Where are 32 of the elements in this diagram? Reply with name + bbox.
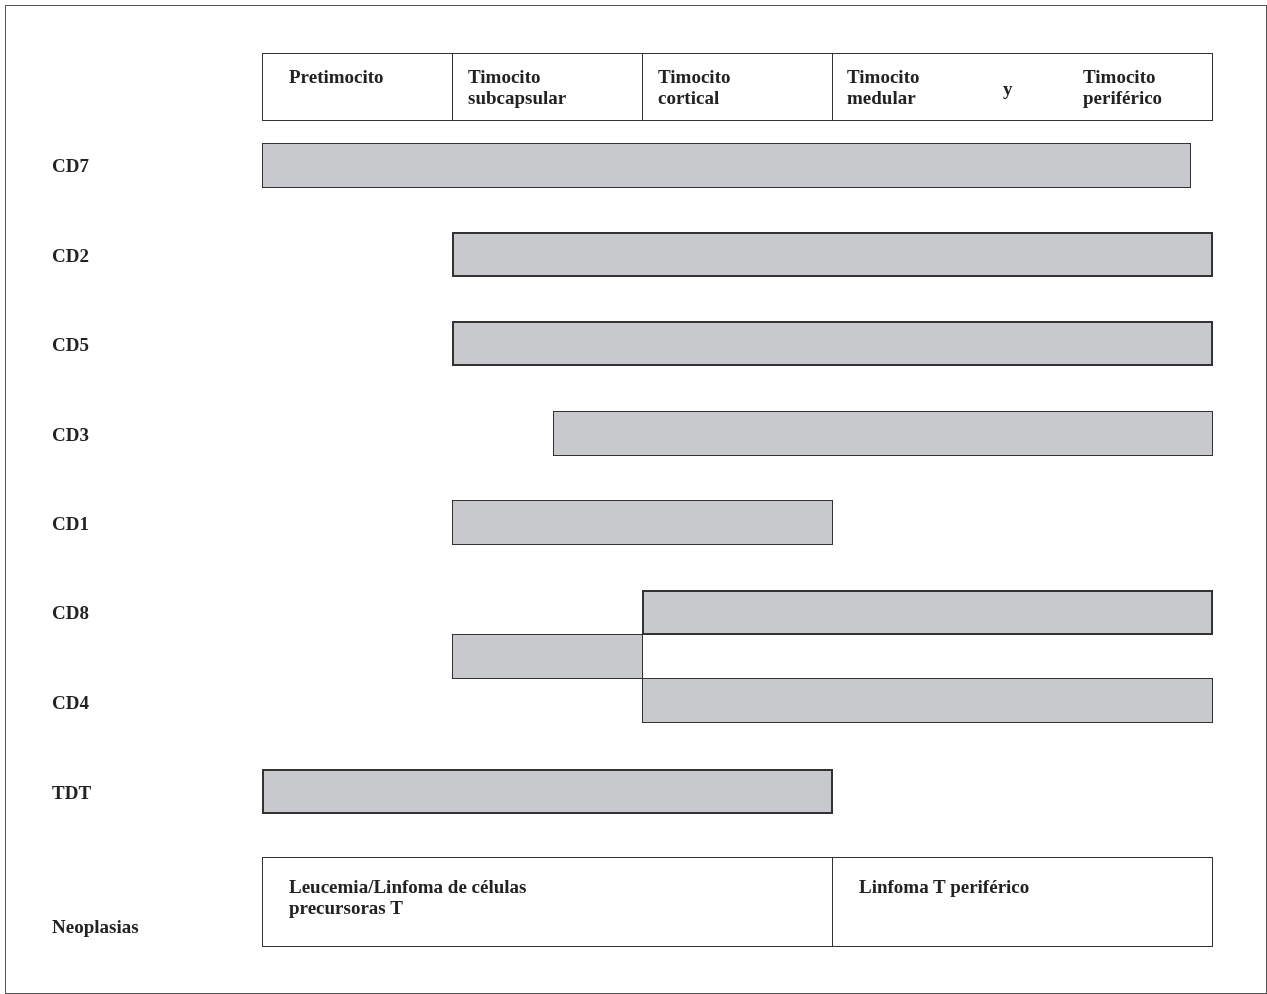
expression-bar bbox=[452, 500, 833, 545]
expression-bar bbox=[642, 590, 1213, 635]
cell-text: Timocito cortical bbox=[658, 66, 732, 108]
expression-bar bbox=[553, 411, 1213, 456]
row-label: Neoplasias bbox=[52, 916, 139, 938]
stage-header-cell bbox=[452, 53, 643, 121]
row-label: CD4 bbox=[52, 692, 89, 714]
row-label: CD8 bbox=[52, 602, 89, 624]
row-label: TDT bbox=[52, 782, 92, 804]
cell-text: Linfoma T periférico bbox=[859, 876, 1031, 897]
cell-text: Timocito periférico bbox=[1083, 66, 1164, 108]
row-label: CD5 bbox=[52, 334, 89, 356]
cell-text: Timocito medular bbox=[847, 66, 921, 108]
row-label: CD1 bbox=[52, 513, 89, 535]
row-label: CD3 bbox=[52, 424, 89, 446]
neoplasm-cell bbox=[832, 857, 1213, 947]
expression-bar bbox=[262, 143, 1191, 188]
cell-text: Timocito subcapsular bbox=[468, 66, 568, 108]
expression-bar bbox=[262, 769, 833, 814]
expression-bar bbox=[452, 321, 1213, 366]
cell-text: y bbox=[1003, 78, 1014, 99]
stage-header-cell bbox=[262, 53, 453, 121]
row-label: CD2 bbox=[52, 245, 89, 267]
stage-header-cell bbox=[642, 53, 833, 121]
cell-text: Leucemia/Linfoma de células precursoras T bbox=[289, 876, 528, 918]
expression-bar bbox=[642, 678, 1213, 723]
expression-bar bbox=[452, 634, 643, 679]
stage-header-cell bbox=[832, 53, 1213, 121]
neoplasm-cell bbox=[262, 857, 833, 947]
row-label: CD7 bbox=[52, 155, 89, 177]
expression-bar bbox=[452, 232, 1213, 277]
cell-text: Pretimocito bbox=[289, 66, 385, 87]
